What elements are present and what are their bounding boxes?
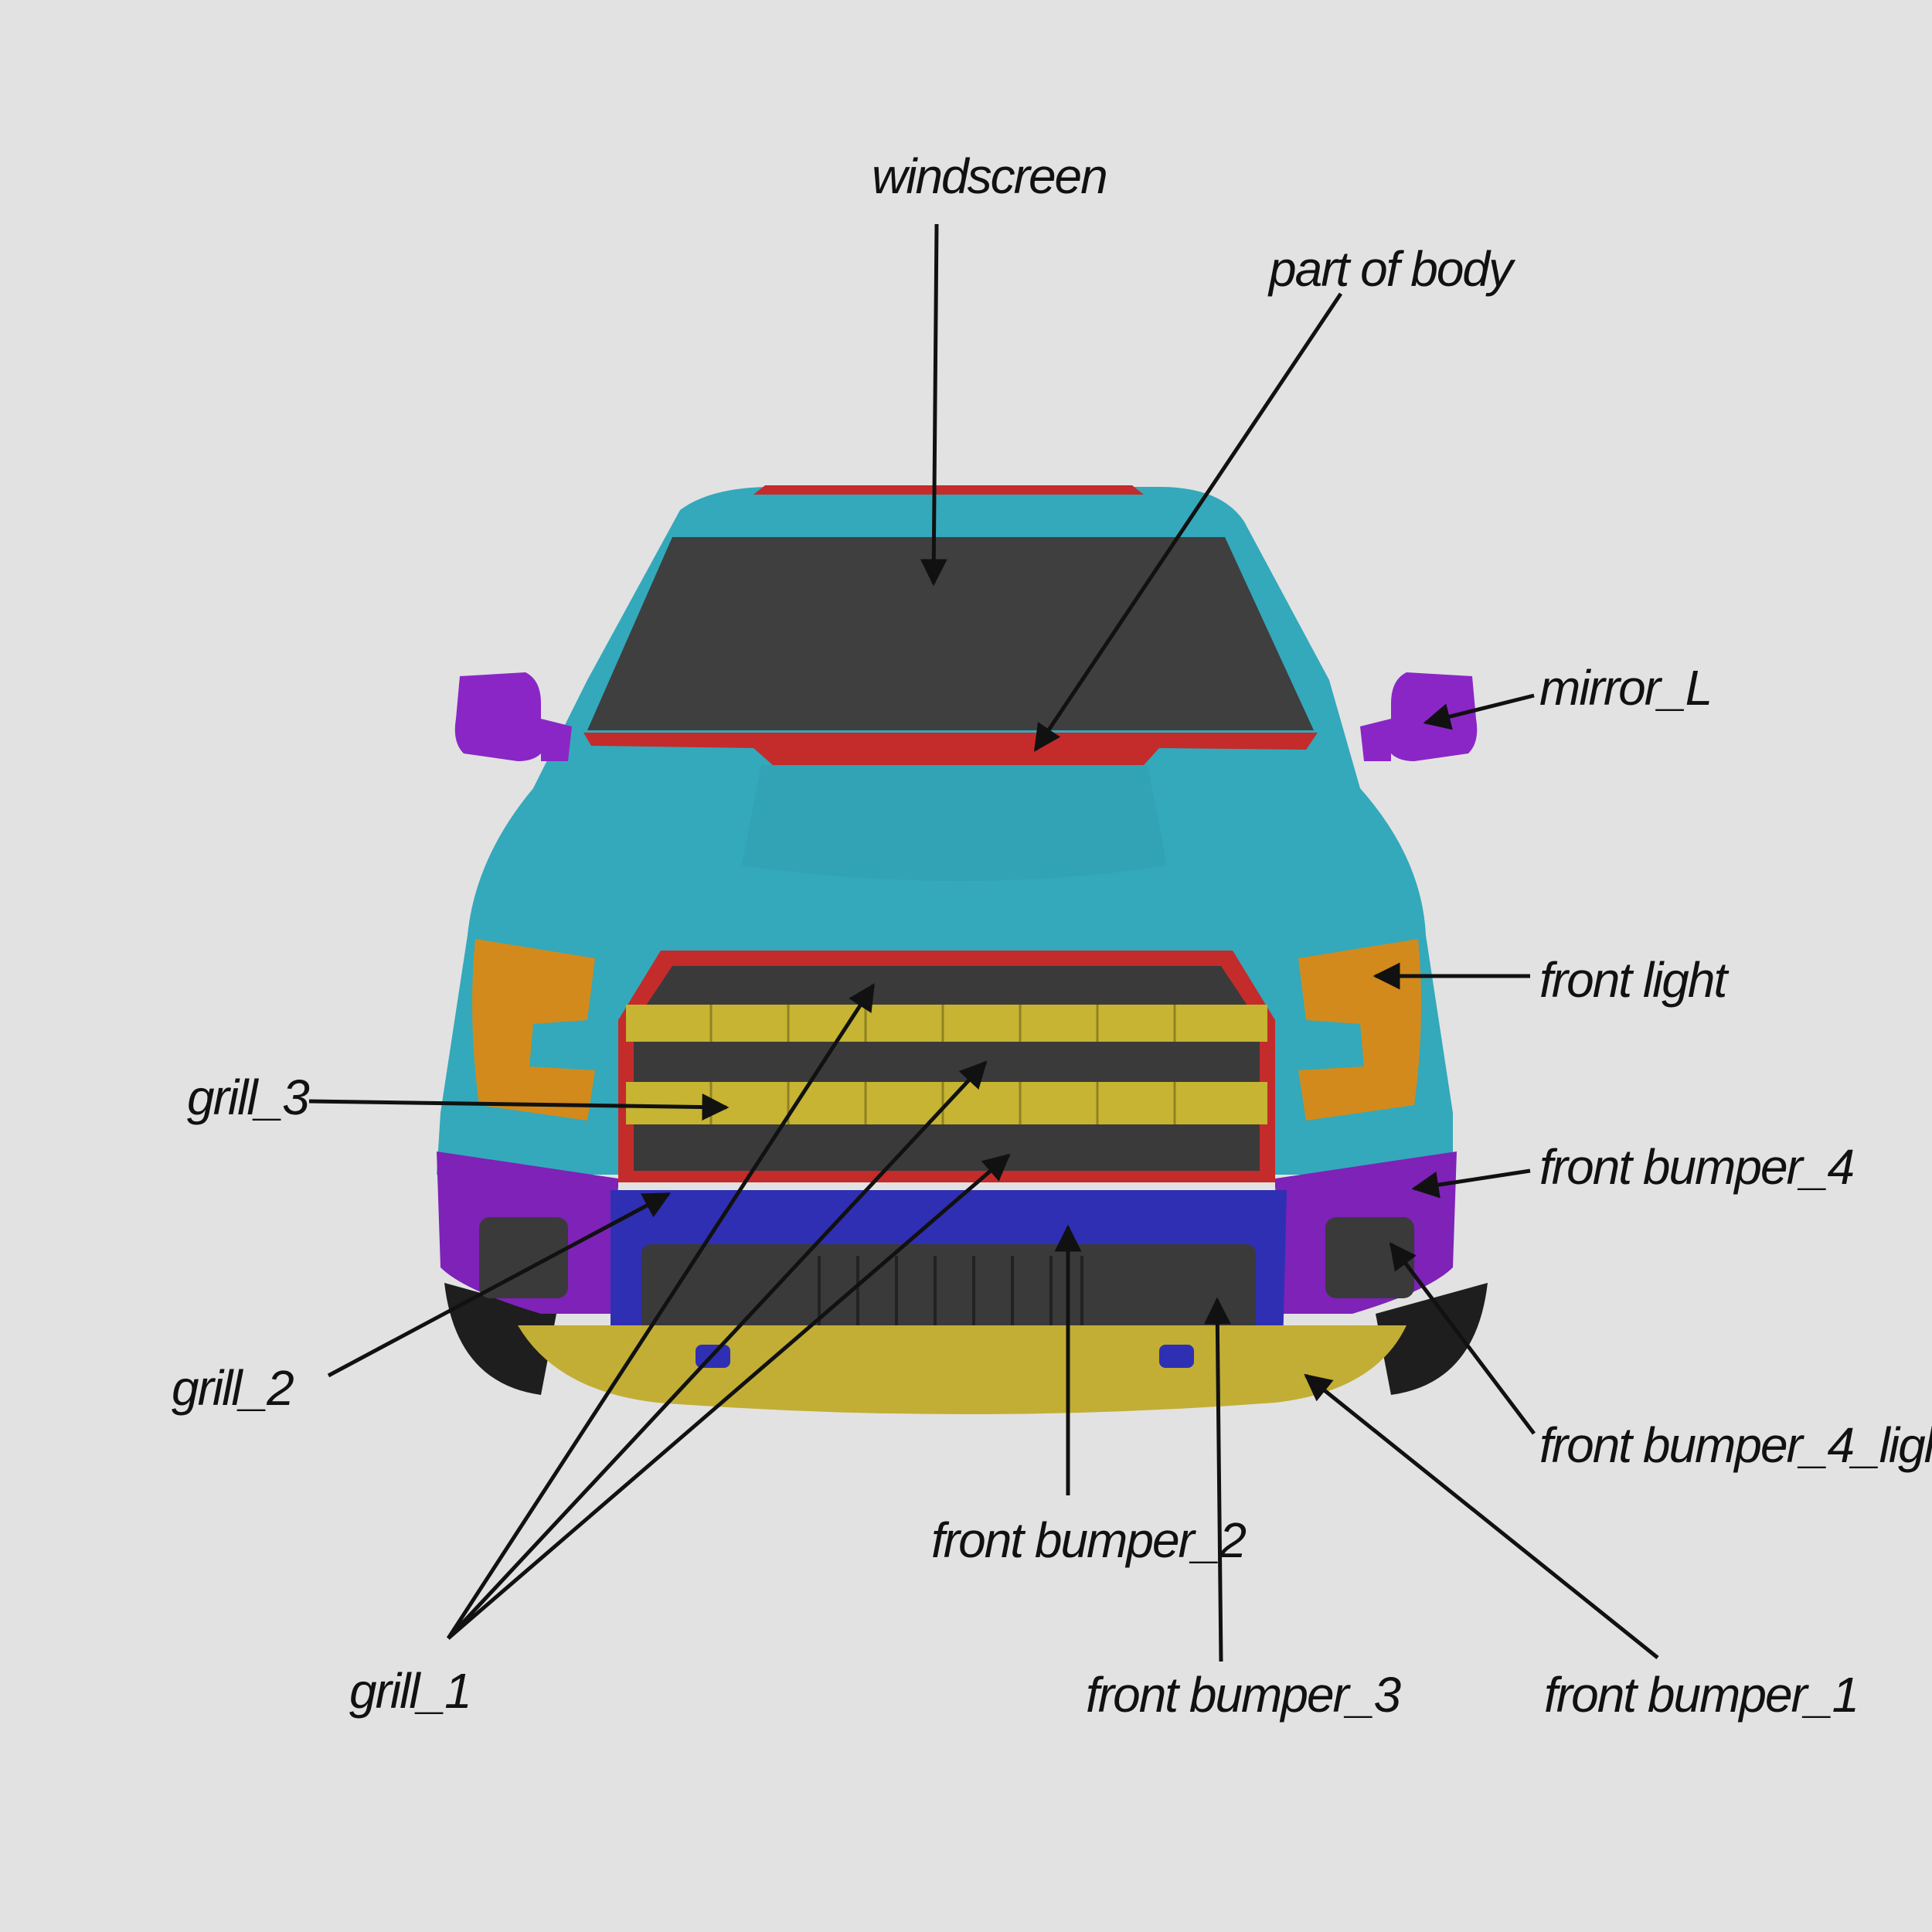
grill-bar-upper [626,1005,1267,1042]
leader-grill-1-a [446,983,876,1640]
label-grill-2: grill_2 [172,1360,294,1416]
label-grill-1: grill_1 [349,1663,471,1719]
bumper-blue-insert [641,1244,1256,1333]
part-labels: windscreen part of body mirror_L front l… [172,148,1932,1723]
roof-red-strip [753,485,1144,495]
leader-grill-3 [308,1094,730,1121]
label-grill-3: grill_3 [187,1070,310,1125]
hood-bulge [742,765,1167,881]
tow-hook-right [1159,1345,1194,1368]
label-front-bumper-3: front bumper_3 [1086,1667,1401,1723]
label-front-bumper-4-light: front bumper_4_light [1539,1417,1932,1473]
leader-grill-2 [327,1192,672,1378]
label-front-bumper-1: front bumper_1 [1544,1667,1858,1723]
tire-right [1376,1283,1488,1395]
leader-mirror-l [1423,693,1535,730]
grill-bar-ribs [709,1005,1176,1124]
leader-lines [308,223,1659,1662]
lower-lip [518,1325,1406,1414]
leader-front-bumper-1 [1304,1373,1659,1659]
label-mirror-l: mirror_L [1539,660,1711,716]
mirror-right-shape [1360,672,1478,761]
label-front-light: front light [1539,952,1729,1008]
label-front-bumper-4: front bumper_4 [1539,1139,1853,1195]
windscreen-glass [587,537,1314,730]
fog-light-right [1325,1217,1414,1298]
headlight-left [472,939,595,1121]
leader-front-bumper-4-light [1389,1242,1536,1435]
bumper-insert-slats [818,1256,1083,1325]
fog-light-left [479,1217,568,1298]
label-windscreen: windscreen [872,148,1107,204]
leader-grill-1-c [447,1153,1011,1640]
tire-left [444,1283,556,1395]
leader-grill-1-b [447,1060,988,1640]
leader-front-bumper-3 [1203,1297,1231,1662]
leader-part-of-body [1033,292,1343,752]
mirror-left-shape [454,672,572,761]
truck-illustration [437,485,1488,1414]
leader-front-bumper-4 [1411,1168,1531,1199]
cowl-red-trim [583,733,1318,765]
label-part-of-body: part of body [1267,241,1516,297]
label-front-bumper-2: front bumper_2 [931,1512,1246,1568]
grill-inner [634,966,1260,1171]
leader-windscreen [920,223,947,587]
